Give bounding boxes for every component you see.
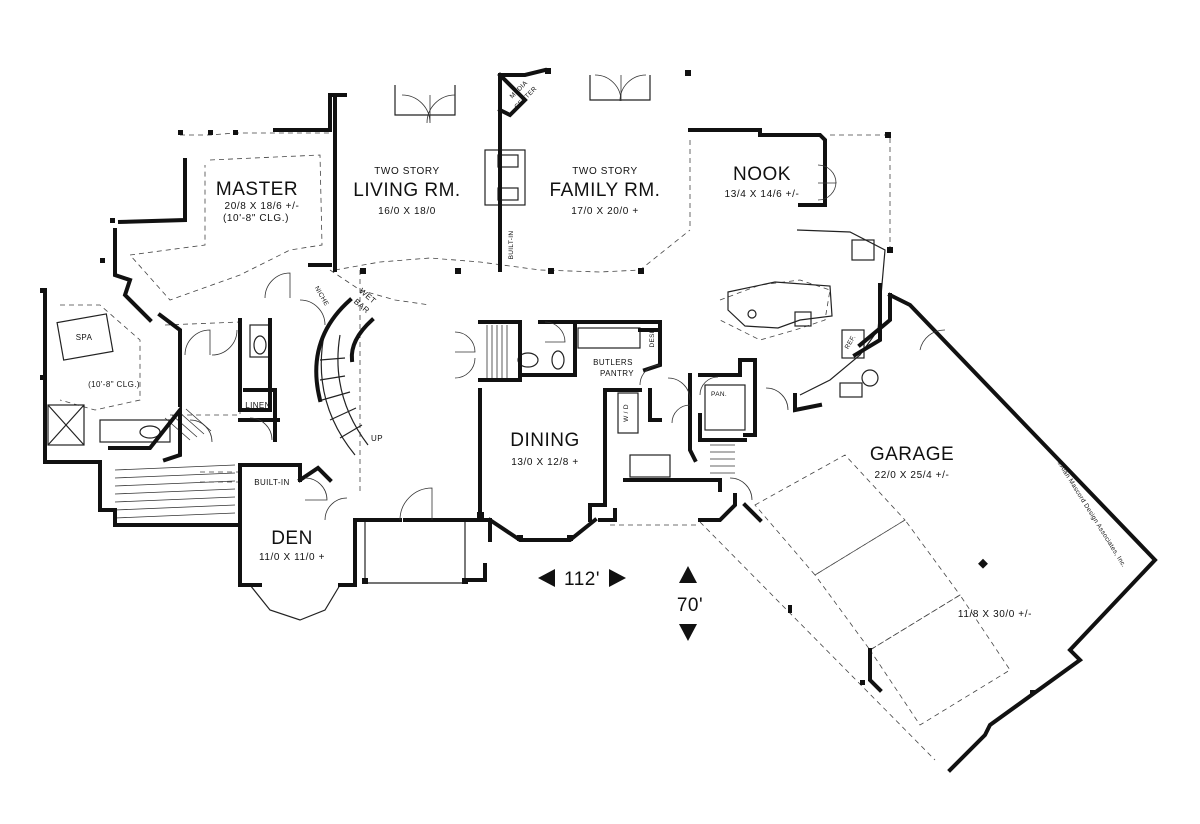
room-dims-secondary: 11/8 X 30/0 +/- — [958, 609, 1032, 620]
arrow-right-icon — [609, 569, 626, 587]
doors — [184, 74, 946, 521]
room-name: FAMILY RM. — [550, 180, 661, 201]
stair-up-label: UP — [371, 434, 383, 443]
arrow-up-icon — [679, 566, 697, 583]
arrow-down-icon — [679, 624, 697, 641]
pantry-label: PANTRY — [600, 369, 634, 378]
room-living: TWO STORY LIVING RM. 16/0 X 18/0 — [353, 166, 460, 217]
spa-label: SPA — [76, 333, 93, 342]
walls — [43, 67, 1158, 773]
room-dims: 11/0 X 11/0 + — [259, 552, 325, 563]
copyright-credit: ©Alan Mascord Design Associates, Inc. — [1055, 459, 1128, 569]
refrigerator-label: REF. — [844, 334, 858, 351]
room-dining: DINING 13/0 X 12/8 + — [510, 430, 580, 468]
overall-width: 112' — [564, 569, 600, 590]
built-in-den-label: BUILT-IN — [254, 478, 290, 487]
column-posts — [40, 68, 1035, 695]
desk-label: DESK — [649, 328, 656, 347]
room-dims: 17/0 X 20/0 + — [571, 206, 639, 217]
room-name: LIVING RM. — [353, 180, 460, 201]
room-ceiling: (10'-8" CLG.) — [223, 213, 289, 224]
fixture-labels: SPA (10'-8" CLG.) LINEN NICHE WET BAR UP… — [76, 79, 858, 487]
built-in-family-label: BUILT-IN — [508, 231, 515, 260]
room-name: DEN — [271, 528, 313, 549]
overall-depth-marker: 70' — [677, 566, 703, 641]
room-family: TWO STORY FAMILY RM. 17/0 X 20/0 + — [550, 166, 661, 217]
overall-depth: 70' — [677, 595, 703, 616]
pantry-small-label: PAN. — [711, 391, 727, 398]
room-prefix: TWO STORY — [374, 166, 440, 177]
niche-label: NICHE — [313, 285, 330, 308]
room-garage: GARAGE 22/0 X 25/4 +/- 11/8 X 30/0 +/- — [870, 444, 1032, 620]
washer-dryer-label: W / D — [623, 404, 630, 422]
room-name: MASTER — [216, 179, 298, 200]
room-name: GARAGE — [870, 444, 954, 465]
room-dims: 20/8 X 18/6 +/- — [225, 201, 300, 212]
room-dims: 22/0 X 25/4 +/- — [875, 470, 950, 481]
room-master: MASTER 20/8 X 18/6 +/- (10'-8" CLG.) — [216, 179, 300, 224]
room-prefix: TWO STORY — [572, 166, 638, 177]
bath-ceiling-label: (10'-8" CLG.) — [88, 380, 140, 389]
hatched-areas — [114, 325, 735, 519]
linen-label: LINEN — [245, 401, 271, 410]
room-dims: 13/0 X 12/8 + — [511, 457, 579, 468]
room-name: NOOK — [733, 164, 791, 185]
fixtures-lines — [47, 75, 886, 621]
room-dims: 13/4 X 14/6 +/- — [725, 189, 800, 200]
room-dims: 16/0 X 18/0 — [378, 206, 436, 217]
butlers-label: BUTLERS — [593, 358, 633, 367]
room-name: DINING — [510, 430, 580, 451]
room-den: DEN 11/0 X 11/0 + — [259, 528, 325, 563]
overall-width-marker: 112' — [538, 569, 626, 590]
arrow-left-icon — [538, 569, 555, 587]
room-nook: NOOK 13/4 X 14/6 +/- — [725, 164, 800, 200]
